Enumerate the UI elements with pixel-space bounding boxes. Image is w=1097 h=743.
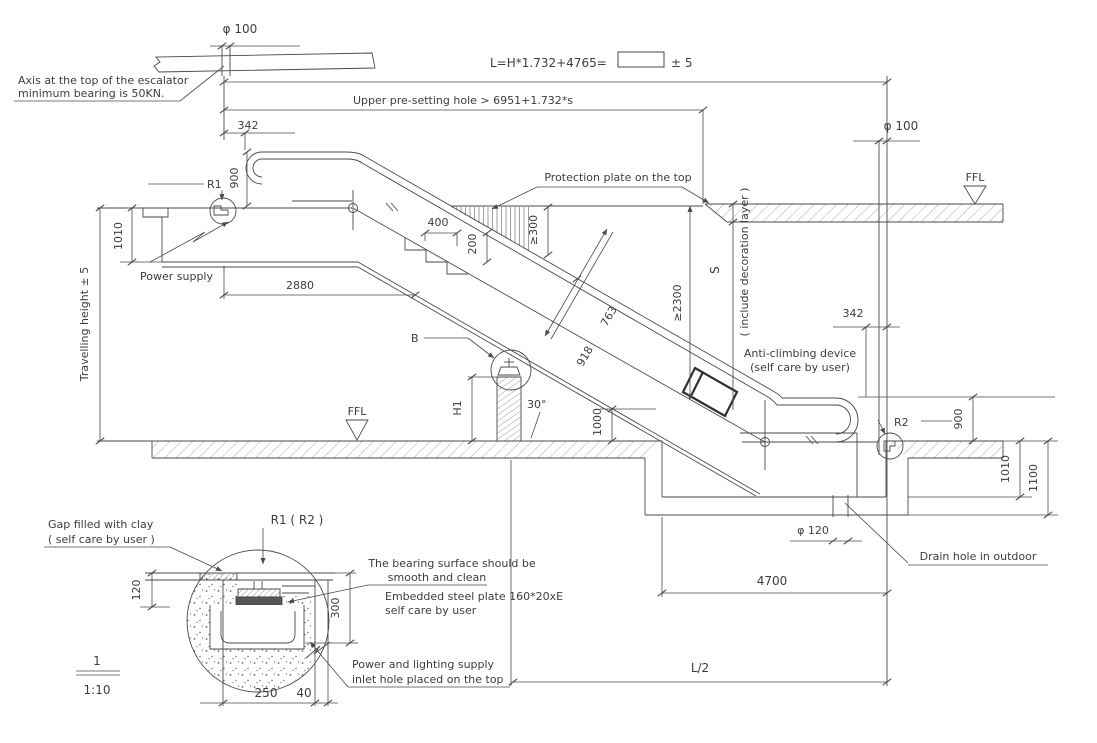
clay-gap-hatch — [200, 573, 237, 580]
embedded-note-line1: Embedded steel plate 160*20xE — [385, 590, 563, 603]
lower-left-slab-hatch — [152, 441, 662, 458]
travelling-height-label: Travelling height ± 5 — [78, 267, 91, 383]
r1-r2-label: R1 ( R2 ) — [271, 513, 324, 527]
gap-note-line2: ( self care by user ) — [48, 533, 155, 546]
handrail-outer — [246, 152, 858, 442]
ffl-markers — [346, 186, 986, 440]
power-inlet-line1: Power and lighting supply — [352, 658, 495, 671]
dim-200-label: 200 — [466, 234, 479, 255]
r2-detail-circle — [877, 433, 903, 459]
detail-scale-label: 1:10 — [84, 683, 111, 697]
power-supply-label: Power supply — [140, 270, 213, 283]
intermediate-support-column — [497, 377, 521, 441]
dim-1010-right-label: 1010 — [999, 455, 1012, 483]
dim-400-label: 400 — [428, 216, 449, 229]
detail-dimensions — [44, 528, 510, 706]
dim-900-right-label: 900 — [952, 409, 965, 430]
lower-right-slab-hatch — [886, 441, 1003, 458]
b-label: B — [411, 332, 419, 345]
top-support-beam — [154, 53, 375, 72]
s-dim-note: ( include decoration layer ) — [738, 188, 751, 337]
length-formula-prefix: L=H*1.732+4765= — [490, 56, 607, 70]
structure-lines — [97, 45, 1003, 686]
dim-phi100-right-label: φ 100 — [884, 119, 919, 133]
hatched-regions — [152, 204, 1003, 458]
truss-bottom-chord — [358, 262, 760, 494]
dim-342-right-label: 342 — [843, 307, 864, 320]
anti-climb-label-1: Anti-climbing device — [744, 347, 857, 360]
ffl-left-label: FFL — [348, 405, 368, 418]
grout-layer — [236, 597, 282, 605]
dim-918-label: 918 — [574, 344, 596, 369]
dim-1000-label: 1000 — [591, 408, 604, 436]
anchor-detail — [44, 528, 510, 706]
support-channel — [210, 605, 304, 649]
dim-763-label: 763 — [598, 304, 620, 329]
support-column-hatch — [497, 377, 521, 441]
dim-1100-right-label: 1100 — [1027, 464, 1040, 492]
dim-4700-label: 4700 — [757, 574, 788, 588]
anti-climb-label-2: (self care by user) — [750, 361, 850, 374]
detail-bubbles — [210, 198, 903, 459]
h1-label: H1 — [451, 400, 464, 415]
dim-phi100-top-label: φ 100 — [223, 22, 258, 36]
length-formula-suffix: ± 5 — [671, 56, 693, 70]
upper-right-slab-hatch — [705, 204, 1003, 222]
handrail-inner — [253, 159, 851, 434]
dim-250-label: 250 — [255, 686, 278, 700]
dim-2880-label: 2880 — [286, 279, 314, 292]
embedded-note-line2: self care by user — [385, 604, 477, 617]
r2-label: R2 — [894, 416, 909, 429]
ffl-triangle-left — [346, 420, 368, 440]
power-inlet-line2: inlet hole placed on the top — [352, 673, 504, 686]
dim-120-label: 120 — [130, 580, 143, 601]
anti-climbing-device — [683, 368, 737, 416]
gap-note-line1: Gap filled with clay — [48, 518, 154, 531]
protection-plate-hatch — [451, 207, 530, 252]
detail-circle — [187, 550, 329, 692]
upper-hole-note: Upper pre-setting hole > 6951+1.732*s — [353, 94, 573, 107]
dim-342-top-label: 342 — [238, 119, 259, 132]
text-labels: φ 100 Axis at the top of the escalator m… — [18, 22, 1040, 700]
dim-l-half-label: L/2 — [691, 661, 709, 675]
bearing-note-line2: smooth and clean — [388, 571, 486, 584]
steps — [405, 238, 468, 274]
ffl-right-label: FFL — [966, 171, 986, 184]
dim-ge300-label: ≥300 — [527, 215, 540, 245]
s-dim-label: S — [708, 266, 722, 274]
detail-number-label: 1 — [93, 654, 101, 668]
drain-note-label: Drain hole in outdoor — [920, 550, 1037, 563]
dim-300-label: 300 — [329, 598, 342, 619]
b-detail-circle — [491, 350, 531, 390]
bearing-note-line1: The bearing surface should be — [367, 557, 536, 570]
embedded-plate — [238, 589, 280, 597]
dim-ge2300-label: ≥2300 — [671, 284, 684, 321]
angle-30-label: 30° — [527, 398, 547, 411]
r1-label: R1 — [207, 178, 222, 191]
protection-plate-label: Protection plate on the top — [544, 171, 691, 184]
dim-1010-left-label: 1010 — [112, 222, 125, 250]
dim-phi120-label: φ 120 — [797, 524, 829, 537]
ffl-triangle-right — [964, 186, 986, 204]
axis-note-line1: Axis at the top of the escalator — [18, 74, 189, 87]
dim-40-label: 40 — [296, 686, 311, 700]
axis-note-line2: minimum bearing is 50KN. — [18, 87, 164, 100]
dim-900-left-label: 900 — [228, 168, 241, 189]
